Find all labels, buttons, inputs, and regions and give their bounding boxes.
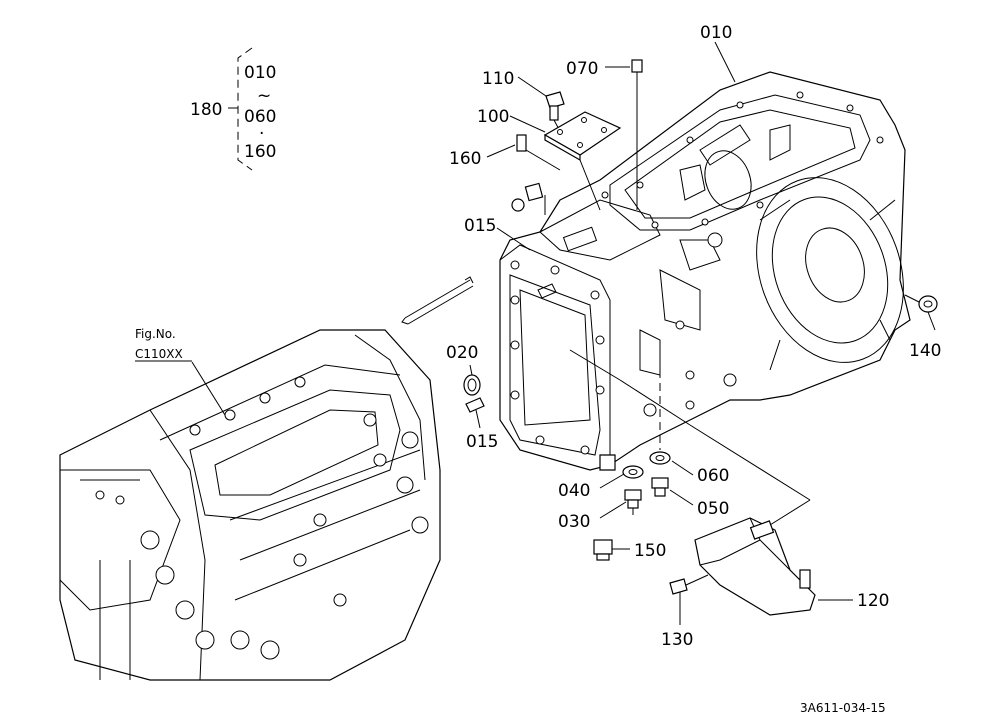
callout-120[interactable]: 120 — [857, 591, 889, 611]
part-130 — [669, 574, 709, 625]
front-housing-reference — [59, 329, 441, 681]
callout-160[interactable]: 160 — [449, 149, 481, 169]
part-015-pin — [465, 397, 485, 429]
callout-110[interactable]: 110 — [482, 69, 514, 89]
callout-180[interactable]: 180 — [190, 100, 222, 120]
set-bracket: 010 ~ 060 · 160 180 — [190, 47, 276, 171]
stud-bolt — [401, 276, 474, 325]
callout-015-top[interactable]: 015 — [464, 216, 496, 236]
callout-100[interactable]: 100 — [477, 107, 509, 127]
bracket-top-label: 010 — [244, 63, 276, 83]
part-070 — [605, 59, 643, 210]
part-060-050 — [649, 370, 694, 506]
callout-020[interactable]: 020 — [446, 343, 478, 363]
bracket-tilde: ~ — [257, 86, 271, 106]
callout-040[interactable]: 040 — [558, 481, 590, 501]
valve-parts — [511, 182, 546, 215]
callout-015-bottom[interactable]: 015 — [466, 432, 498, 452]
callout-050[interactable]: 050 — [697, 499, 729, 519]
callout-030[interactable]: 030 — [558, 512, 590, 532]
part-140 — [904, 294, 938, 331]
part-150 — [593, 539, 630, 561]
fig-ref-label: Fig.No. — [135, 327, 176, 341]
bracket-middle-label: 060 — [244, 107, 276, 127]
part-040-030 — [599, 465, 644, 519]
bracket-bottom-label: 160 — [244, 142, 276, 162]
fig-ref-number[interactable]: C110XX — [135, 347, 183, 361]
diagram-code: 3A611-034-15 — [800, 701, 886, 715]
callout-150[interactable]: 150 — [634, 541, 666, 561]
part-020 — [463, 364, 481, 396]
callout-140[interactable]: 140 — [909, 341, 941, 361]
part-100 — [509, 111, 622, 211]
part-160 — [486, 134, 561, 171]
callout-070[interactable]: 070 — [566, 59, 598, 79]
transmission-case — [499, 71, 911, 471]
callout-010[interactable]: 010 — [700, 23, 732, 43]
bracket-dot: · — [259, 124, 264, 144]
callout-130[interactable]: 130 — [661, 630, 693, 650]
callout-060[interactable]: 060 — [697, 466, 729, 486]
part-120 — [569, 349, 853, 616]
